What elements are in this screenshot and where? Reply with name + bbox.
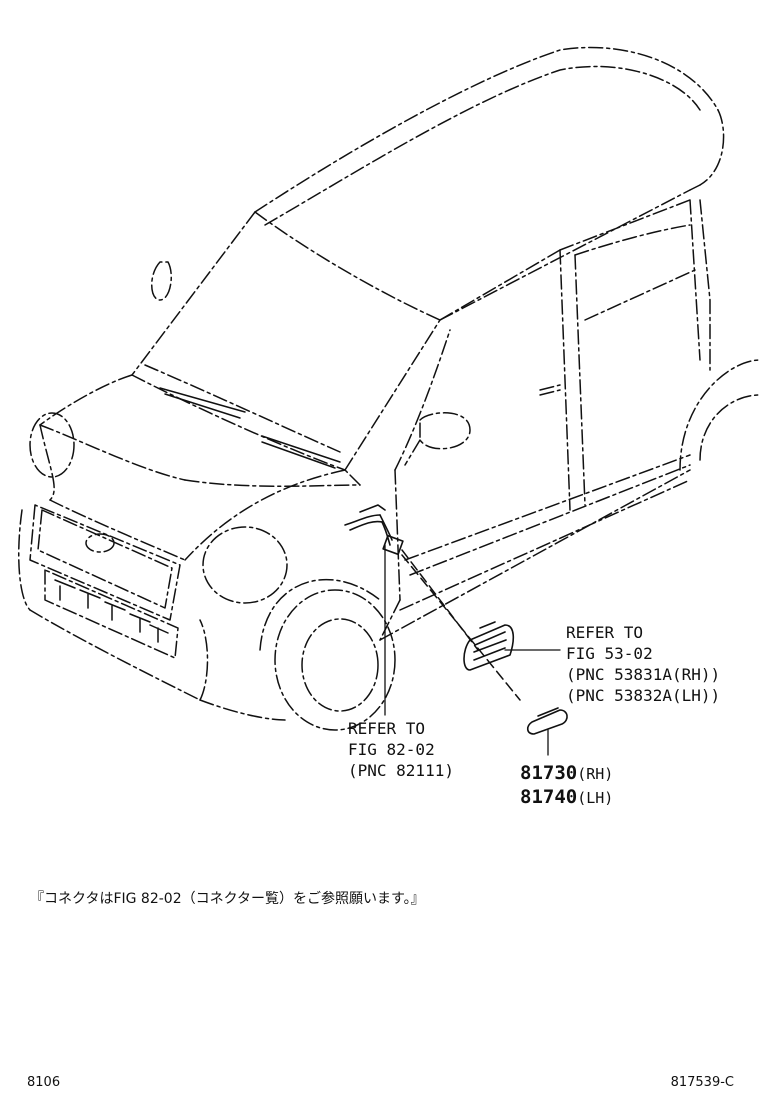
callout-fig53-line2: FIG 53-02	[566, 644, 653, 663]
footer-right-code: 817539-C	[670, 1075, 734, 1090]
part-number-81730[interactable]: 81730(RH)	[520, 762, 613, 786]
side-body	[379, 199, 711, 641]
plate-lettering	[54, 579, 169, 643]
callout-fig53: REFER TO FIG 53-02 (PNC 53831A(RH)) (PNC…	[566, 622, 720, 706]
part-side: (LH)	[577, 789, 614, 807]
front-bumper	[18, 509, 209, 701]
part-number: 81730	[520, 762, 578, 784]
wipers	[159, 387, 341, 469]
roof-outline	[254, 46, 725, 321]
connector-leader-2	[401, 549, 479, 651]
headlamps	[29, 412, 288, 604]
lamp-housing-icon	[463, 621, 515, 671]
callout-fig82-line2: FIG 82-02	[348, 740, 435, 759]
callout-fig53-line4: (PNC 53832A(LH))	[566, 686, 721, 705]
grille	[29, 504, 181, 621]
part-side: (RH)	[577, 765, 614, 783]
callout-fig53-line3: (PNC 53831A(RH))	[566, 665, 721, 684]
windshield-outline	[131, 211, 441, 471]
hood-outline	[39, 374, 361, 561]
side-turn-lamp-icon	[526, 707, 568, 735]
wire-harness-icon	[344, 504, 404, 556]
rear-wheel	[679, 359, 760, 471]
front-wheel	[199, 578, 396, 731]
callout-fig82: REFER TO FIG 82-02 (PNC 82111)	[348, 718, 454, 781]
part-number: 81740	[520, 786, 578, 808]
callout-fig82-line3: (PNC 82111)	[348, 761, 454, 780]
mirrors	[151, 261, 471, 466]
footer-left-code: 8106	[27, 1075, 61, 1090]
callout-fig82-line1: REFER TO	[348, 719, 426, 738]
part-number-81740[interactable]: 81740(LH)	[520, 786, 613, 810]
callout-fig53-line1: REFER TO	[566, 623, 644, 642]
connector-note: 『コネクタはFIG 82-02（コネクター覧）をご参照願います。』	[30, 891, 425, 907]
